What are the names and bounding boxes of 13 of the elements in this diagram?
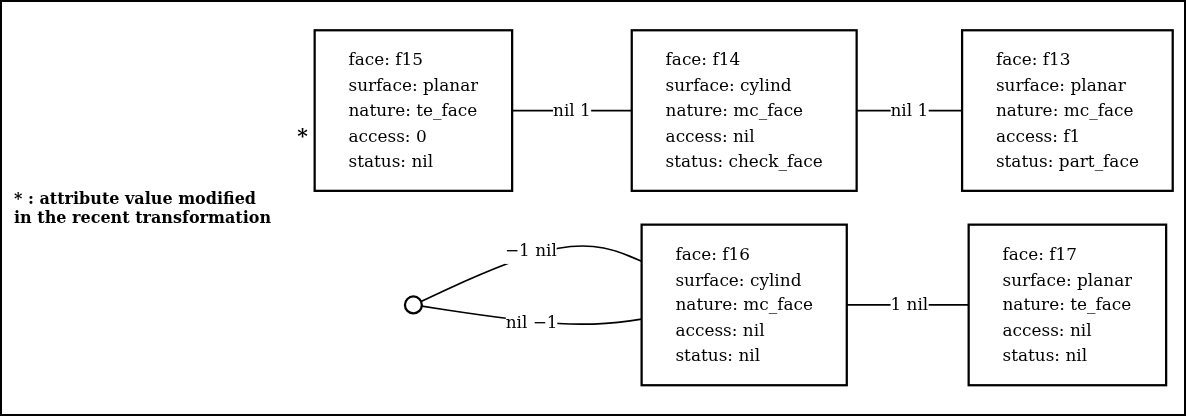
edge-label: nil 1	[553, 100, 591, 121]
node-box: face: f15 surface: planar nature: te_face access: 0 status: nil	[313, 29, 514, 193]
edge-label: −1 nil	[504, 240, 557, 261]
node-box: face: f14 surface: cylind nature: mc_face access: nil status: check_face	[630, 29, 858, 193]
edge-label: 1 nil	[890, 294, 929, 316]
edge-label: nil −1	[505, 312, 558, 333]
note-text: * : attribute value modified in the recent transformation	[14, 189, 273, 227]
node-box: face: f17 surface: planar nature: te_face access: nil status: nil	[967, 223, 1168, 387]
marker-text: *	[297, 123, 308, 148]
node-box: face: f13 surface: planar nature: mc_face access: f1 status: part_face	[960, 29, 1174, 193]
node-circle	[403, 295, 423, 315]
edge-label: nil 1	[890, 100, 929, 121]
node-box: face: f16 surface: cylind nature: mc_face access: nil status: nil	[640, 223, 848, 387]
